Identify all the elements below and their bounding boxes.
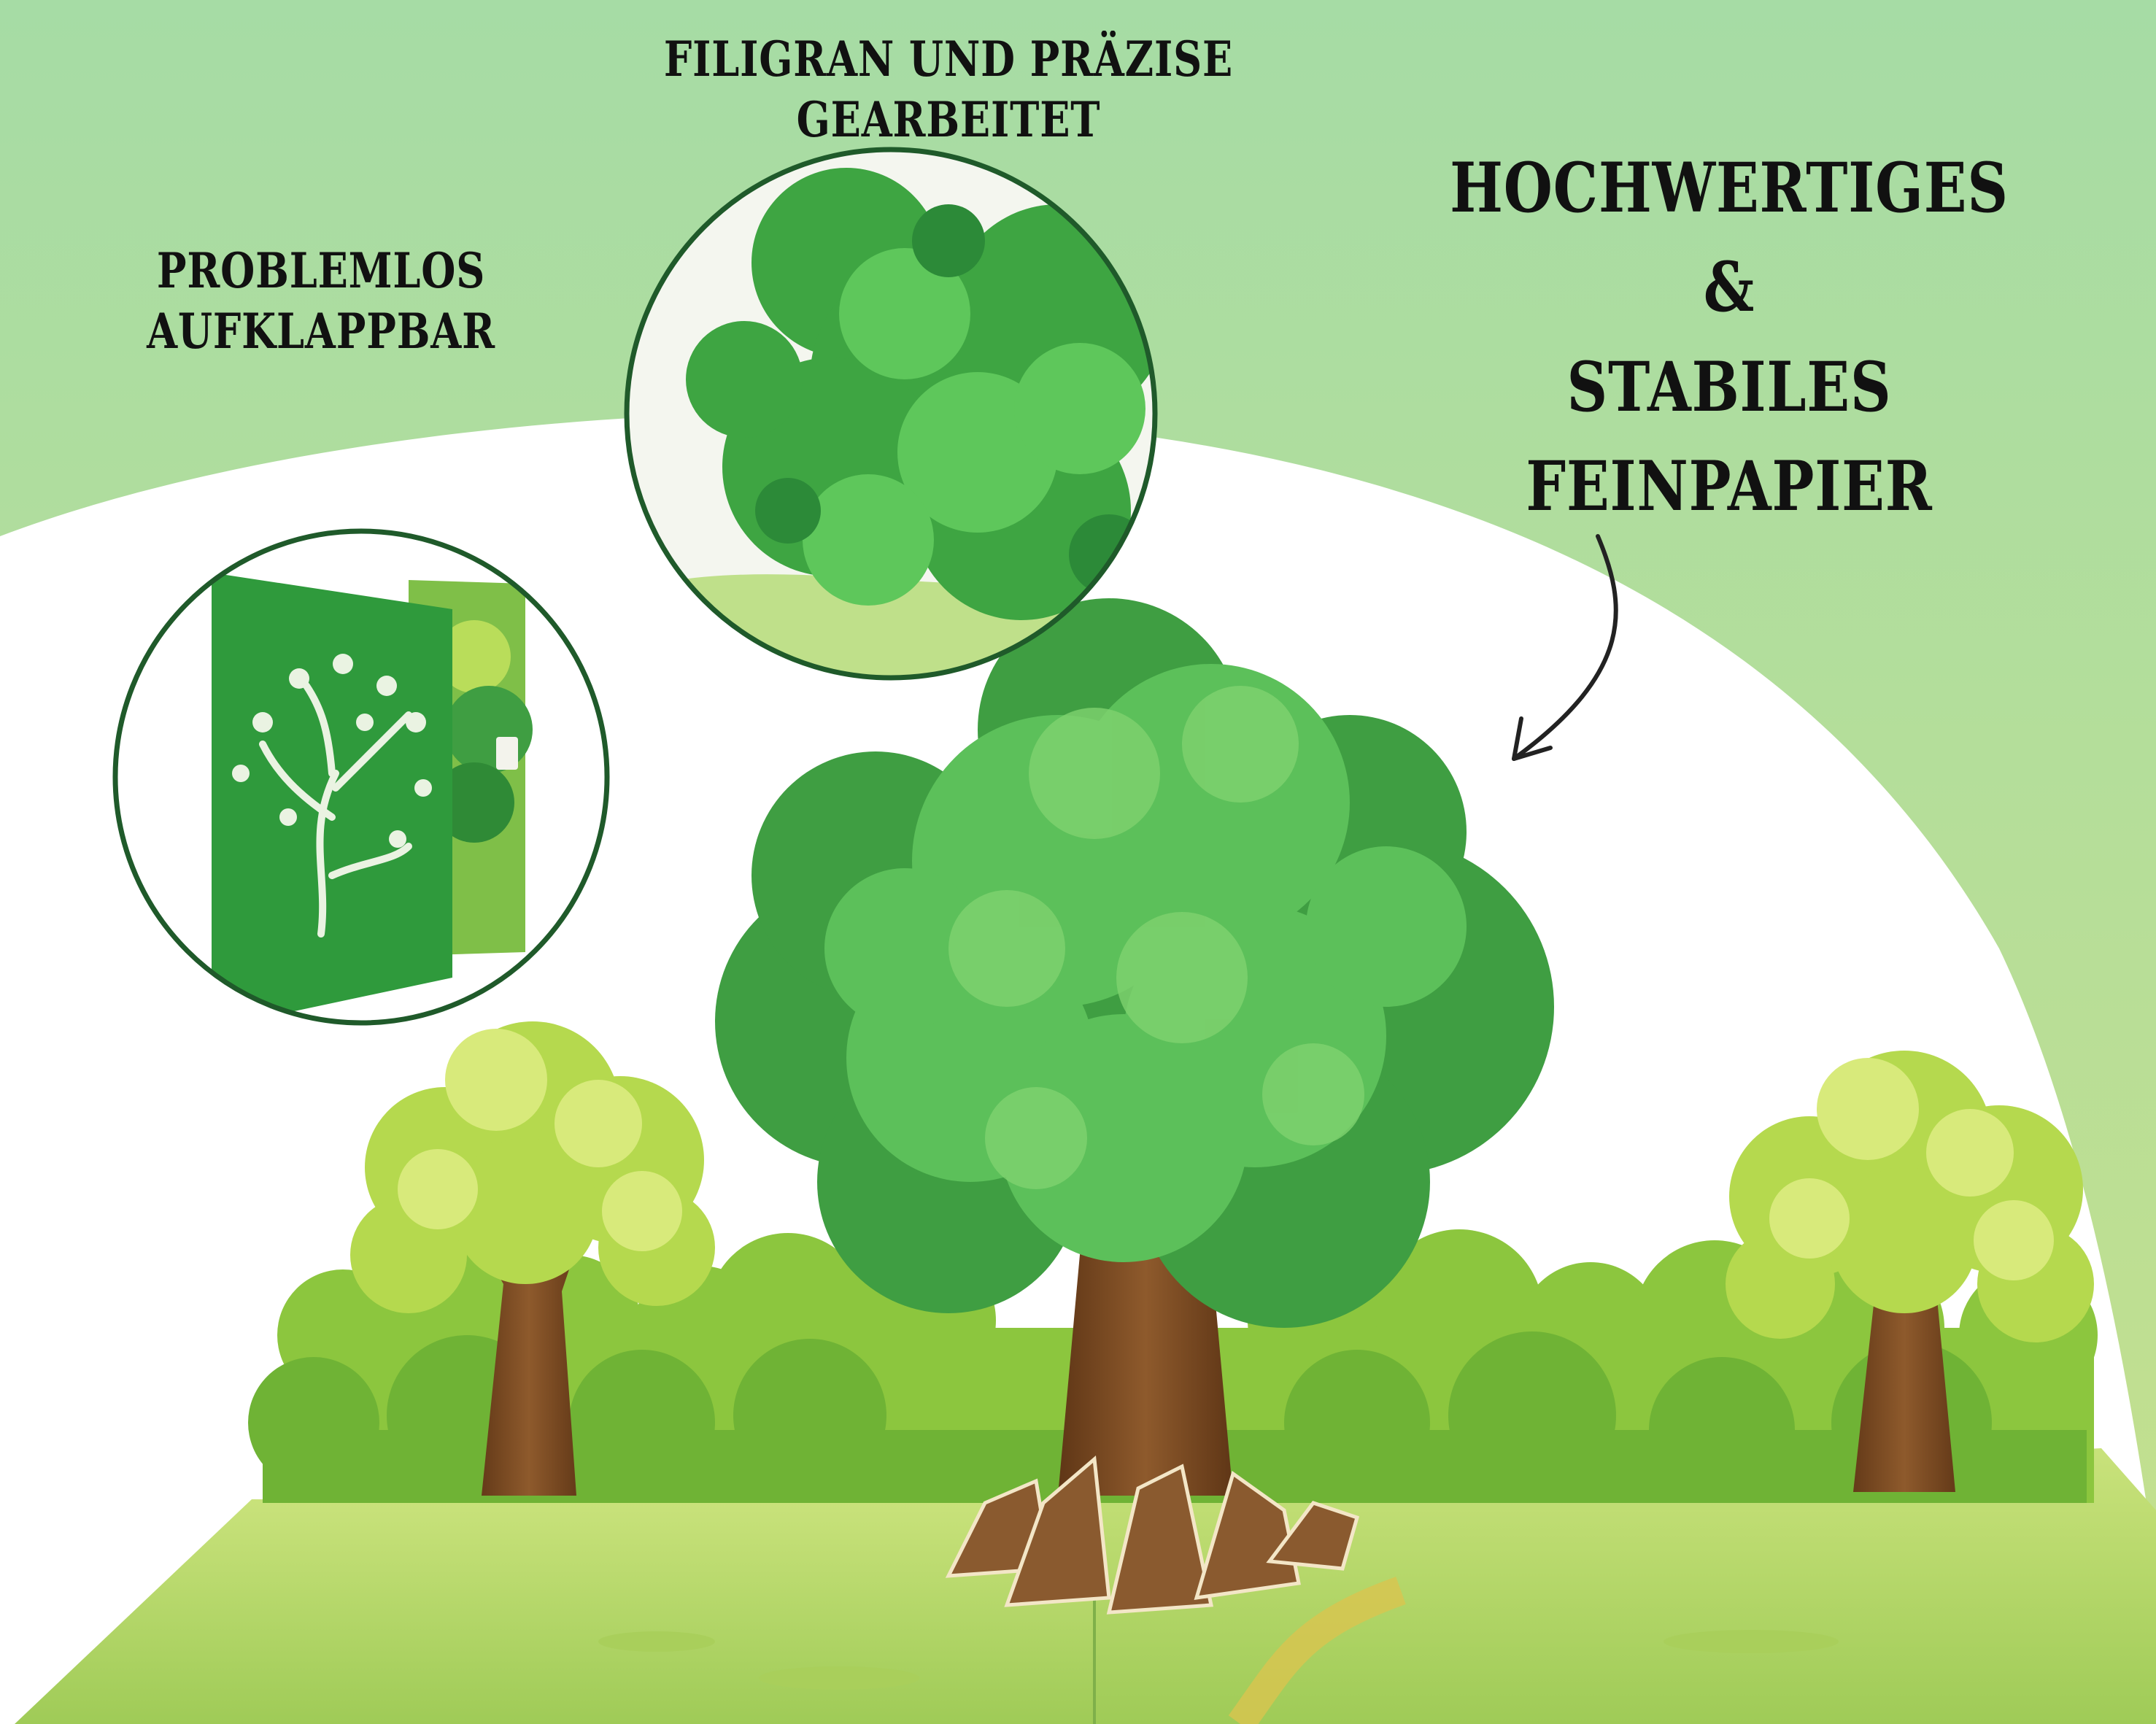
caption-detail-line2: GEARBEITET	[796, 90, 1101, 148]
caption-open-line1: PROBLEMLOS	[156, 242, 486, 299]
popup-card-base	[15, 1448, 2156, 1724]
card-closed-circle	[112, 528, 610, 1026]
caption-paper-line1: HOCHWERTIGES	[1450, 148, 2009, 228]
small-tree-left	[350, 1021, 715, 1496]
chestnut-tree-main	[715, 598, 1554, 1615]
caption-open: PROBLEMLOS AUFKLAPPBAR	[130, 241, 513, 361]
caption-detail: FILIGRAN UND PRÄZISE GEARBEITET	[560, 29, 1337, 150]
caption-paper-line3: STABILES FEINPAPIER	[1526, 347, 1933, 527]
small-tree-right	[1726, 1051, 2094, 1492]
caption-paper-line2: &	[1703, 247, 1755, 328]
caption-paper: HOCHWERTIGES & STABILES FEINPAPIER	[1364, 139, 2094, 536]
arrow-icon	[1512, 534, 1618, 761]
detail-circle	[624, 147, 1158, 681]
caption-detail-line1: FILIGRAN UND PRÄZISE	[663, 31, 1234, 88]
caption-open-line2: AUFKLAPPBAR	[147, 302, 495, 360]
